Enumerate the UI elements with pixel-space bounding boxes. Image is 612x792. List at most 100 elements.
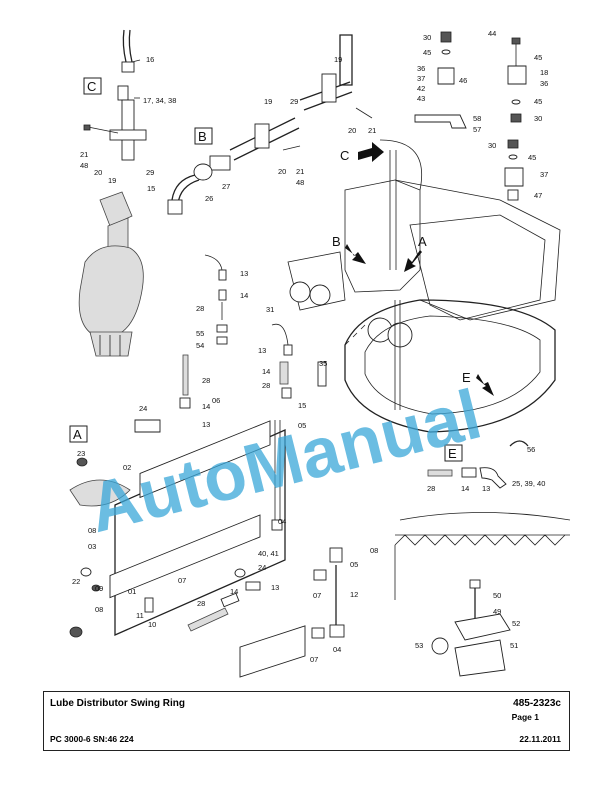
callout: 13 (258, 346, 266, 355)
callout: 54 (196, 341, 204, 350)
fitting-top (121, 61, 135, 73)
callout: 05 (298, 421, 306, 430)
callout: 45 (423, 48, 431, 57)
callout: 04 (333, 645, 341, 654)
fitting-27 (209, 155, 231, 171)
section-e-label: E (448, 446, 457, 461)
callout: 03 (88, 542, 96, 551)
section-c-box (83, 77, 102, 95)
callout: 28 (202, 376, 210, 385)
callout: 20 (348, 126, 356, 135)
page-number: Page 1 (511, 712, 539, 722)
section-b-box (194, 127, 213, 145)
callout: 19 (334, 55, 342, 64)
callout: 16 (146, 55, 154, 64)
callout: 28 (197, 599, 205, 608)
callout: 05 (350, 560, 358, 569)
bracket-58 (414, 114, 467, 129)
callout: 30 (488, 141, 496, 150)
callout: 45 (534, 97, 542, 106)
callout: 37 (540, 170, 548, 179)
group-e: E (427, 440, 529, 489)
arrow-label-a: A (418, 234, 427, 249)
drawing-number: 485-2323c (513, 698, 561, 709)
callout: 55 (196, 329, 204, 338)
callout: 07 (178, 576, 186, 585)
callout: 29 (146, 168, 154, 177)
callout: 28 (196, 304, 204, 313)
callout: 15 (298, 401, 306, 410)
section-e-box (444, 444, 463, 462)
callout: 43 (417, 94, 425, 103)
tee-fitting (117, 85, 129, 101)
callout: 45 (528, 153, 536, 162)
callout: 19 (264, 97, 272, 106)
callout: 47 (534, 191, 542, 200)
pipe-bracket-top (299, 34, 373, 119)
callout: 48 (296, 178, 304, 187)
arrow-label-c: C (340, 148, 349, 163)
section-a-label: A (73, 427, 82, 442)
callout: 35 (319, 359, 327, 368)
callout: 42 (417, 84, 425, 93)
callout: 14 (202, 402, 210, 411)
callout: 13 (240, 269, 248, 278)
callout: 15 (147, 184, 155, 193)
callout: 23 (77, 449, 85, 458)
callout: 09 (95, 584, 103, 593)
hose-assembly-center (179, 254, 327, 409)
callout: 13 (271, 583, 279, 592)
callout: 17, 34, 38 (143, 96, 176, 105)
swing-ring-gear (344, 299, 556, 433)
callout: 51 (510, 641, 518, 650)
callout: 07 (310, 655, 318, 664)
callout: 46 (459, 76, 467, 85)
callout: 37 (417, 74, 425, 83)
callout: 24 (139, 404, 147, 413)
callout: 57 (473, 125, 481, 134)
callout: 14 (262, 367, 270, 376)
callout: 58 (473, 114, 481, 123)
callout: 11 (136, 611, 144, 620)
callout: 25, 39, 40 (512, 479, 545, 488)
callout: 06 (212, 396, 220, 405)
machine-model: PC 3000-6 SN:46 224 (50, 734, 134, 744)
arrow-b (345, 244, 366, 264)
lube-cylinder (78, 191, 144, 357)
callout: 28 (427, 484, 435, 493)
callout: 36 (540, 79, 548, 88)
arrow-label-e: E (462, 370, 471, 385)
valve-bank-upper (139, 420, 271, 499)
callout: 30 (423, 33, 431, 42)
callout: 14 (240, 291, 248, 300)
callout: 14 (461, 484, 469, 493)
callout: 56 (527, 445, 535, 454)
callout: 52 (512, 619, 520, 628)
callout: 22 (72, 577, 80, 586)
drawing-title: Lube Distributor Swing Ring (50, 698, 185, 709)
callout: 12 (350, 590, 358, 599)
callout: 02 (123, 463, 131, 472)
callout: 36 (417, 64, 425, 73)
callout: 21 (368, 126, 376, 135)
arrow-c (358, 142, 384, 162)
valve-bank-small (239, 547, 345, 678)
callout: 19 (108, 176, 116, 185)
group-c: C (83, 29, 147, 161)
callout: 26 (205, 194, 213, 203)
clamp-b (254, 123, 270, 149)
drawing-date: 22.11.2011 (519, 734, 561, 744)
callout: 13 (202, 420, 210, 429)
callout: 20 (278, 167, 286, 176)
callout: 08 (88, 526, 96, 535)
callout: 49 (493, 607, 501, 616)
callout: 48 (80, 161, 88, 170)
section-a-box (69, 425, 88, 443)
ring-section (394, 512, 571, 600)
valve-bank-lower (109, 514, 261, 599)
hose-assembly-lower (187, 568, 261, 632)
swing-frame (287, 139, 561, 410)
arrow-e (476, 374, 494, 396)
group-b: B (167, 117, 301, 215)
callouts: 16 17, 34, 38 21 48 20 19 29 19 29 19 20… (72, 29, 548, 664)
